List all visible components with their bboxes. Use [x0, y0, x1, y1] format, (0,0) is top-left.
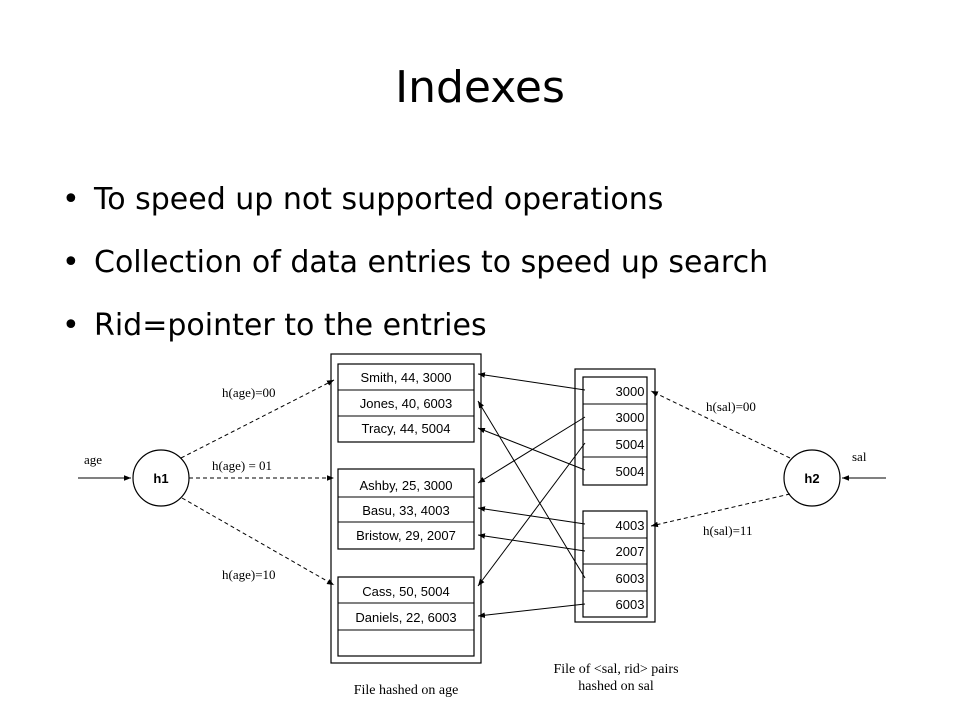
edge-label-sal-11: h(sal)=11 — [703, 523, 752, 538]
pair-value: 2007 — [616, 544, 645, 559]
record-jones: Jones, 40, 6003 — [360, 396, 453, 411]
edge-label-age-10: h(age)=10 — [222, 567, 276, 582]
sal-file-caption-line1: File of <sal, rid> pairs — [553, 662, 678, 677]
bullet-item: Rid=pointer to the entries — [62, 304, 768, 367]
h1-label: h1 — [153, 471, 168, 486]
record-ashby: Ashby, 25, 3000 — [360, 478, 453, 493]
bullet-item: To speed up not supported operations — [62, 178, 768, 241]
sal-file-box — [574, 368, 656, 623]
pair-value: 6003 — [616, 597, 645, 612]
edge-label-age-00: h(age)=00 — [222, 385, 276, 400]
pair-value: 6003 — [616, 571, 645, 586]
pair-value: 3000 — [616, 384, 645, 399]
bullet-item: Collection of data entries to speed up s… — [62, 241, 768, 304]
record-tracy: Tracy, 44, 5004 — [362, 421, 451, 436]
slide-title: Indexes — [395, 62, 565, 113]
sal-input-label: sal — [852, 449, 867, 464]
record-basu: Basu, 33, 4003 — [362, 503, 449, 518]
record-bristow: Bristow, 29, 2007 — [356, 528, 456, 543]
bullet-list: To speed up not supported operations Col… — [62, 178, 768, 367]
edge-label-age-01: h(age) = 01 — [212, 458, 272, 473]
pair-value: 5004 — [616, 437, 645, 452]
pair-value: 4003 — [616, 518, 645, 533]
age-file-caption: File hashed on age — [354, 683, 459, 698]
age-input-label: age — [84, 452, 102, 467]
record-smith: Smith, 44, 3000 — [360, 370, 451, 385]
edge-label-sal-00: h(sal)=00 — [706, 399, 756, 414]
sal-file-caption-line2: hashed on sal — [578, 679, 654, 694]
pair-value: 3000 — [616, 410, 645, 425]
record-daniels: Daniels, 22, 6003 — [355, 610, 456, 625]
h2-node — [783, 449, 841, 507]
h2-label: h2 — [804, 471, 819, 486]
record-cass: Cass, 50, 5004 — [362, 584, 449, 599]
pair-value: 5004 — [616, 464, 645, 479]
